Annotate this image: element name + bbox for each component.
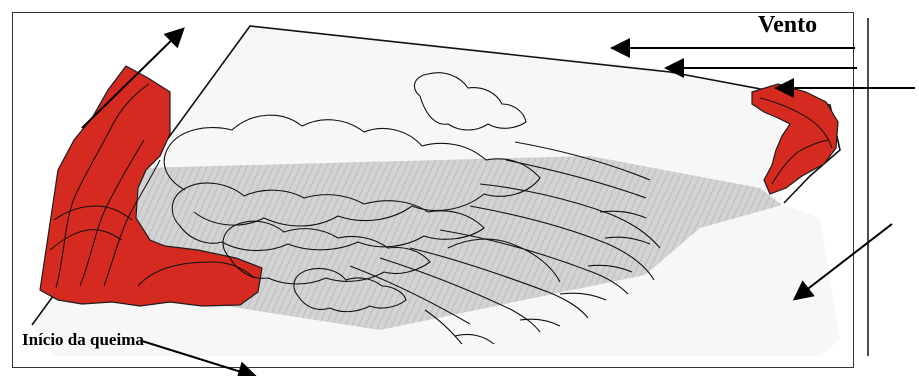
burn-start-label: Início da queima (22, 330, 144, 350)
wind-label: Vento (758, 12, 817, 39)
